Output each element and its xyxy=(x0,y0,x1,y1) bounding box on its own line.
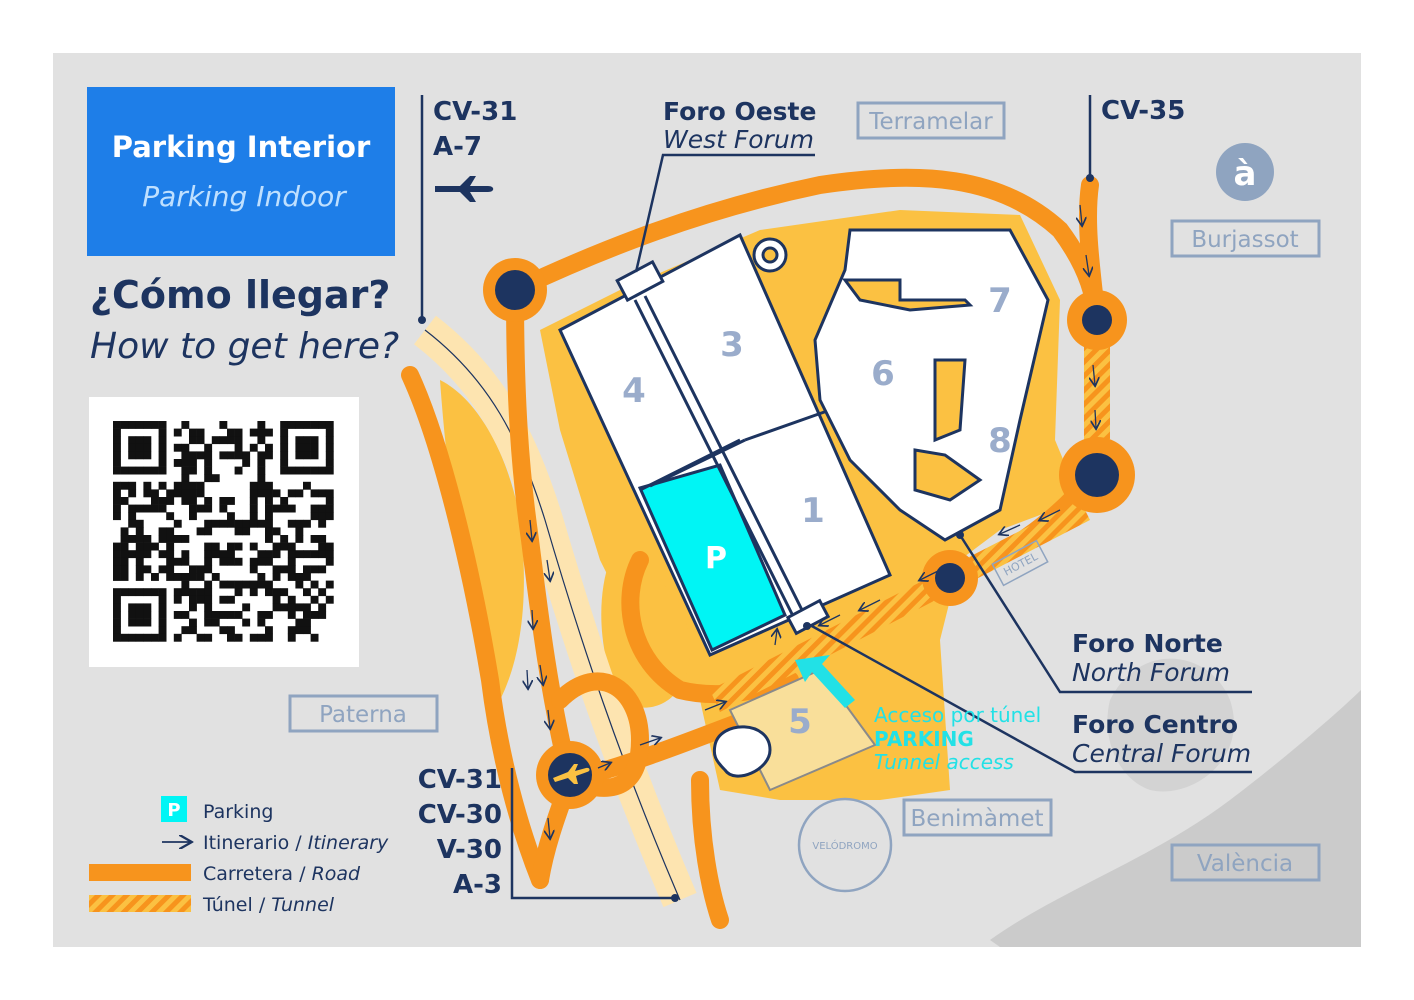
legend-road: Carretera / Road xyxy=(203,863,361,885)
tunnel-access-line2: PARKING xyxy=(874,727,974,751)
road-label-a7: A-7 xyxy=(433,132,482,162)
roundabouts xyxy=(483,258,1135,809)
road-label-cv31-top: CV-31 xyxy=(433,97,517,127)
hall-label-8: 8 xyxy=(988,421,1012,461)
metro-icon-glyph: à xyxy=(1234,154,1257,194)
hall-label-3: 3 xyxy=(720,325,744,365)
legend-separator: / xyxy=(289,832,307,854)
place-terramelar: Terramelar xyxy=(868,109,993,135)
legend-parking-symbol: P xyxy=(167,800,180,821)
legend-road-es: Carretera xyxy=(203,863,293,885)
tunnel-access-line1: Acceso por túnel xyxy=(874,703,1041,727)
legend-tunnel-en: Tunnel xyxy=(271,894,335,916)
place-velodromo: VELÓDROMO xyxy=(812,839,877,852)
place-benimamet: Benimàmet xyxy=(911,806,1044,832)
howto-subtitle: How to get here? xyxy=(90,326,399,367)
road-label-v30: V-30 xyxy=(437,835,502,865)
qr-code xyxy=(89,397,359,667)
forum-central-name: Foro Centro xyxy=(1072,710,1238,739)
place-boxes xyxy=(288,101,1321,882)
road-label-cv35: CV-35 xyxy=(1101,96,1185,126)
road-label-a3: A-3 xyxy=(453,870,502,900)
legend-itinerary: Itinerario / Itinerary xyxy=(203,832,389,854)
leader-dots xyxy=(418,174,1094,902)
hotel-badge xyxy=(991,539,1049,587)
exhibition-halls xyxy=(558,232,892,657)
legend-separator: / xyxy=(293,863,311,885)
airplane-icon xyxy=(435,176,494,202)
hall-label-7: 7 xyxy=(988,281,1012,321)
legend-graphics xyxy=(89,796,191,912)
header-title: Parking Interior xyxy=(112,130,371,164)
forum-central-en: Central Forum xyxy=(1072,739,1251,768)
header-box xyxy=(87,87,395,256)
road-label-cv30: CV-30 xyxy=(418,800,502,830)
howto-title: ¿Cómo llegar? xyxy=(90,273,390,317)
parking-label: P xyxy=(705,541,727,576)
legend-itinerary-es: Itinerario xyxy=(203,832,289,854)
road-label-cv31-bottom: CV-31 xyxy=(418,765,502,795)
legend-tunnel-es: Túnel xyxy=(202,894,253,916)
forum-north-en: North Forum xyxy=(1072,658,1230,687)
place-burjassot: Burjassot xyxy=(1191,227,1298,253)
hall-label-5: 5 xyxy=(788,702,812,742)
place-valencia: València xyxy=(1197,851,1293,877)
tunnel-access-arrow-icon xyxy=(795,655,855,708)
legend-separator: / xyxy=(253,894,271,916)
forum-west-en: West Forum xyxy=(663,125,814,154)
hall-label-6: 6 xyxy=(871,354,895,394)
legend-parking: Parking xyxy=(203,801,273,823)
leader-lines xyxy=(420,95,1252,900)
legend-road-en: Road xyxy=(312,863,361,885)
forum-west-name: Foro Oeste xyxy=(663,97,816,126)
header-subtitle: Parking Indoor xyxy=(142,180,347,213)
hall-label-4: 4 xyxy=(622,371,646,411)
metro-icon xyxy=(1216,143,1274,201)
airplane-roundabout-icon xyxy=(553,764,590,784)
tunnel-access-line3: Tunnel access xyxy=(874,750,1014,774)
legend-itinerary-en: Itinerary xyxy=(308,832,389,854)
forum-north-name: Foro Norte xyxy=(1072,629,1223,658)
car-icon xyxy=(712,725,772,778)
velodromo xyxy=(797,797,893,893)
itinerary-arrows xyxy=(527,204,1096,838)
legend-tunnel: Túnel / Tunnel xyxy=(202,894,335,916)
north-complex xyxy=(752,228,1050,542)
hall-label-1: 1 xyxy=(801,491,825,531)
place-paterna: Paterna xyxy=(319,702,407,728)
